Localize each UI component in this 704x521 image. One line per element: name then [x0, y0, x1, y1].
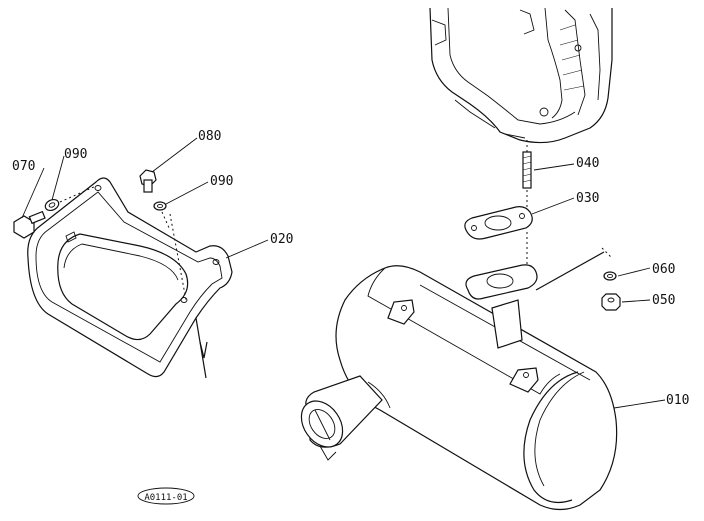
label-030: 030 [576, 191, 599, 206]
heat-shield [27, 177, 233, 379]
label-060: 060 [652, 262, 675, 277]
bolt-and-washer-center [139, 169, 171, 231]
gasket [464, 206, 533, 268]
nut-and-washer [535, 247, 621, 311]
label-020: 020 [270, 232, 293, 247]
drawing-code-badge: A0111-01 [137, 487, 195, 505]
bolt-and-washer-left [13, 185, 97, 239]
leader-lines [21, 137, 666, 409]
label-070: 070 [12, 159, 35, 174]
muffler [300, 264, 618, 511]
label-090-left: 090 [64, 147, 87, 162]
label-080: 080 [198, 129, 221, 144]
label-090-center: 090 [210, 174, 233, 189]
drawing-code-text: A0111-01 [144, 493, 187, 503]
stud-bolt [522, 140, 532, 212]
label-010: 010 [666, 393, 689, 408]
label-040: 040 [576, 156, 599, 171]
label-050: 050 [652, 293, 675, 308]
engine-block [429, 7, 613, 144]
